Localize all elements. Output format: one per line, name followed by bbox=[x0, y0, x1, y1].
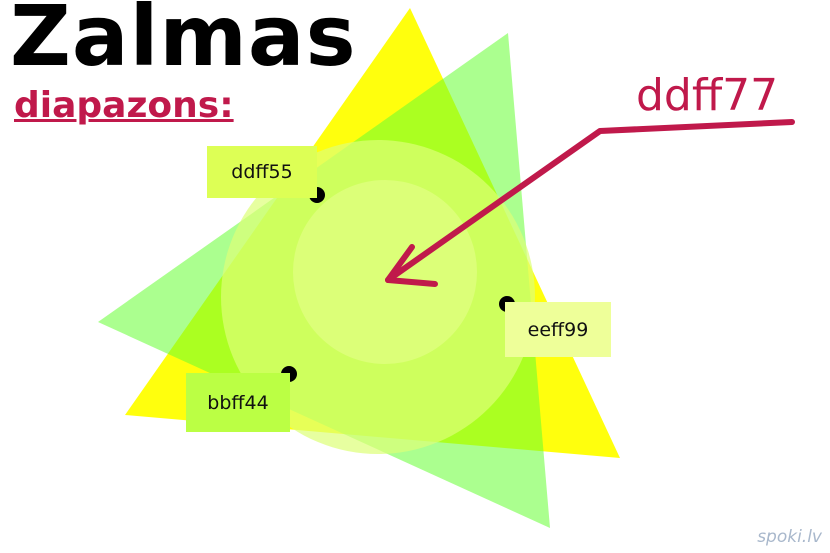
large-circle bbox=[221, 140, 535, 454]
inner-circle bbox=[293, 180, 477, 364]
arrow-label: ddff77 bbox=[636, 70, 779, 121]
page-subtitle: diapazons: bbox=[14, 85, 234, 126]
label-ddff55: ddff55 bbox=[207, 146, 317, 198]
label-eeff99: eeff99 bbox=[505, 302, 611, 357]
page-title: Zalmas bbox=[10, 0, 357, 85]
arrow-line bbox=[385, 119, 795, 283]
watermark-logo: spoki.lv bbox=[757, 527, 822, 547]
label-bbff44: bbff44 bbox=[186, 373, 290, 432]
arrow-head bbox=[385, 244, 438, 287]
